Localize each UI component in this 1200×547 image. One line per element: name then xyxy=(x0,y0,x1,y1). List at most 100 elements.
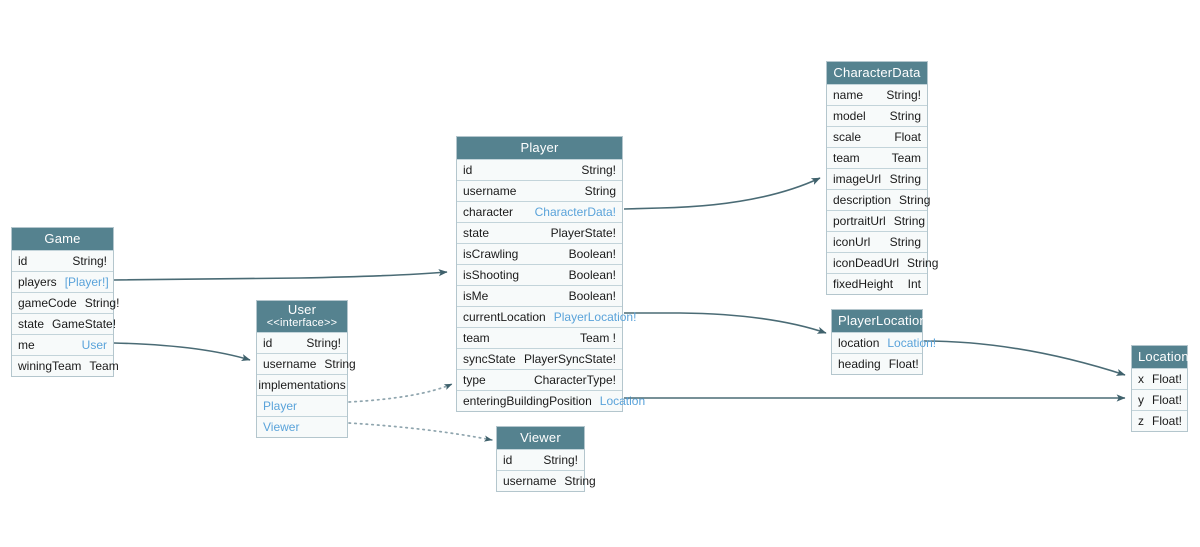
field-type: CharacterType! xyxy=(533,372,616,387)
implementations-label: implementations xyxy=(258,377,346,392)
entity-viewer[interactable]: Viewer id String! username String xyxy=(496,426,596,492)
entity-characterdata[interactable]: CharacterData name String! model String … xyxy=(826,61,938,295)
field-row[interactable]: team Team xyxy=(827,147,927,168)
entity-location[interactable]: Location x Float! y Float! z Float! xyxy=(1131,345,1189,432)
field-type: PlayerState! xyxy=(550,225,616,240)
implementations-header: implementations xyxy=(257,374,347,395)
field-type: String xyxy=(584,183,616,198)
field-row[interactable]: isCrawling Boolean! xyxy=(457,243,622,264)
field-row[interactable]: isMe Boolean! xyxy=(457,285,622,306)
edge-playerlocation-location-to-location xyxy=(923,340,1126,376)
entity-user-name: User xyxy=(287,302,317,317)
field-row[interactable]: id String! xyxy=(497,449,584,470)
field-row[interactable]: state GameState! xyxy=(12,313,117,334)
field-type: PlayerSyncState! xyxy=(523,351,616,366)
field-type: Int xyxy=(907,276,921,291)
entity-user[interactable]: User <<interface>> id String! username S… xyxy=(256,300,356,438)
field-row[interactable]: character CharacterData! xyxy=(457,201,622,222)
field-type[interactable]: [Player!] xyxy=(64,274,109,289)
field-name: winingTeam xyxy=(18,358,82,373)
implementation-row[interactable]: Player xyxy=(257,395,347,416)
field-row[interactable]: id String! xyxy=(257,332,347,353)
field-row[interactable]: y Float! xyxy=(1132,389,1187,410)
field-type: String! xyxy=(886,87,921,102)
edge-player-character-to-characterdata xyxy=(623,177,821,210)
field-type[interactable]: PlayerLocation! xyxy=(553,309,637,324)
edge-user-implements-viewer xyxy=(348,422,493,442)
field-name: z xyxy=(1138,413,1144,428)
field-row[interactable]: location Location! xyxy=(832,332,936,353)
field-row[interactable]: iconDeadUrl String xyxy=(827,252,938,273)
field-type: String xyxy=(889,234,921,249)
field-row[interactable]: players [Player!] xyxy=(12,271,113,292)
field-row[interactable]: id String! xyxy=(12,250,113,271)
field-row[interactable]: enteringBuildingPosition Location xyxy=(457,390,645,411)
field-row[interactable]: gameCode String! xyxy=(12,292,119,313)
field-type: Float! xyxy=(1152,371,1183,386)
field-row[interactable]: isShooting Boolean! xyxy=(457,264,622,285)
implementation-name[interactable]: Viewer xyxy=(263,419,300,434)
field-type: String xyxy=(564,473,596,488)
field-row[interactable]: syncState PlayerSyncState! xyxy=(457,348,622,369)
field-type: Boolean! xyxy=(568,246,616,261)
field-name: iconUrl xyxy=(833,234,871,249)
field-type: String! xyxy=(84,295,120,310)
field-type: String xyxy=(893,213,926,228)
field-row[interactable]: username String xyxy=(257,353,356,374)
field-row[interactable]: imageUrl String xyxy=(827,168,927,189)
field-type: String xyxy=(889,171,921,186)
field-row[interactable]: currentLocation PlayerLocation! xyxy=(457,306,636,327)
field-row[interactable]: winingTeam Team xyxy=(12,355,119,376)
entity-game[interactable]: Game id String! players [Player!] gameCo… xyxy=(11,227,119,377)
field-row[interactable]: description String xyxy=(827,189,930,210)
implementation-row[interactable]: Viewer xyxy=(257,416,347,437)
field-row[interactable]: model String xyxy=(827,105,927,126)
field-name: username xyxy=(263,356,317,371)
field-row[interactable]: username String xyxy=(497,470,596,491)
field-type: String! xyxy=(581,162,616,177)
field-row[interactable]: z Float! xyxy=(1132,410,1187,431)
field-row[interactable]: me User xyxy=(12,334,113,355)
field-name: id xyxy=(463,162,473,177)
field-row[interactable]: team Team ! xyxy=(457,327,622,348)
field-name: username xyxy=(463,183,517,198)
field-name: scale xyxy=(833,129,862,144)
edge-player-currentlocation-to-playerlocation xyxy=(624,312,827,334)
entity-playerlocation[interactable]: PlayerLocation location Location! headin… xyxy=(831,309,936,375)
field-type: String xyxy=(907,255,939,270)
field-name: name xyxy=(833,87,864,102)
edge-game-me-to-user xyxy=(113,342,251,362)
field-row[interactable]: id String! xyxy=(457,159,622,180)
field-type[interactable]: Location! xyxy=(887,335,937,350)
field-name: iconDeadUrl xyxy=(833,255,900,270)
field-type[interactable]: User xyxy=(81,337,107,352)
field-type[interactable]: CharacterData! xyxy=(534,204,616,219)
field-name: fixedHeight xyxy=(833,276,894,291)
field-type: String xyxy=(324,356,356,371)
field-type: Boolean! xyxy=(568,267,616,282)
field-row[interactable]: x Float! xyxy=(1132,368,1187,389)
entity-characterdata-title: CharacterData xyxy=(827,62,927,84)
field-row[interactable]: scale Float xyxy=(827,126,927,147)
field-name: id xyxy=(503,452,513,467)
field-row[interactable]: fixedHeight Int xyxy=(827,273,927,294)
field-row[interactable]: iconUrl String xyxy=(827,231,927,252)
field-row[interactable]: type CharacterType! xyxy=(457,369,622,390)
field-row[interactable]: portraitUrl String xyxy=(827,210,927,231)
field-name: x xyxy=(1138,371,1144,386)
field-name: players xyxy=(18,274,57,289)
field-type[interactable]: Location xyxy=(599,393,646,408)
field-name: y xyxy=(1138,392,1144,407)
field-row[interactable]: name String! xyxy=(827,84,927,105)
field-type: Float! xyxy=(1152,413,1183,428)
field-name: character xyxy=(463,204,514,219)
field-name: location xyxy=(838,335,880,350)
entity-player[interactable]: Player id String! username String charac… xyxy=(456,136,645,412)
implementation-name[interactable]: Player xyxy=(263,398,298,413)
entity-playerlocation-title: PlayerLocation xyxy=(832,310,927,332)
field-name: heading xyxy=(838,356,881,371)
field-row[interactable]: state PlayerState! xyxy=(457,222,622,243)
field-row[interactable]: username String xyxy=(457,180,622,201)
field-type: GameState! xyxy=(52,316,117,331)
field-row[interactable]: heading Float! xyxy=(832,353,922,374)
